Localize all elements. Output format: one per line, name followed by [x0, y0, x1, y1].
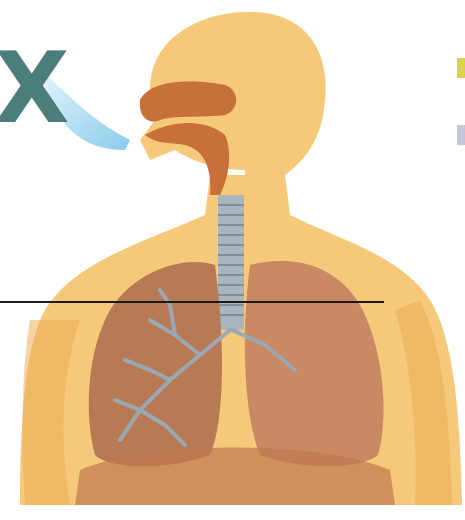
exhale-x-symbol: X: [0, 40, 70, 138]
oral-cavity: [145, 123, 229, 195]
marker-lavender: [457, 125, 465, 145]
marker-yellow: [457, 58, 465, 78]
